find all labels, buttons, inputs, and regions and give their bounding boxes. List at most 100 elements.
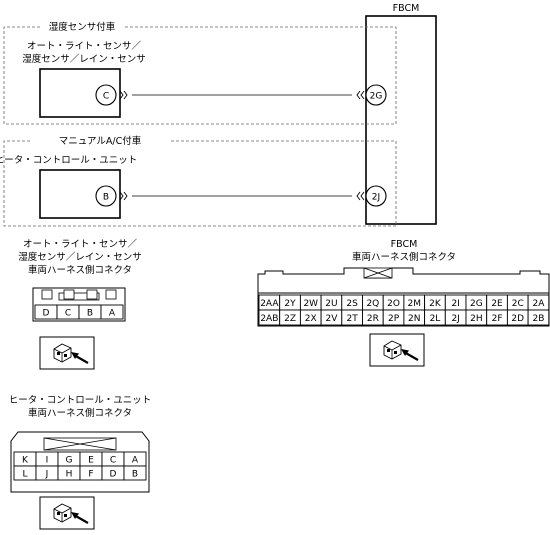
connector-pin-label: B (132, 469, 138, 479)
humidity-group: 湿度センサ付車 オート・ライト・センサ／ 湿度センサ／レイン・センサ (3, 21, 397, 125)
connector-pin: D (34, 304, 58, 320)
connector-pin-label: 2U (325, 299, 337, 309)
connector-pin: B (78, 304, 102, 320)
connector-pin: J (35, 465, 59, 481)
fbcm-connector-title-1: FBCM (391, 239, 418, 250)
connector-pin: 2R (362, 309, 384, 326)
sensor-connector-title-2: 湿度センサ／レイン・センサ (18, 251, 142, 263)
connector-pin-label: 2P (388, 314, 400, 324)
heater-connector-title-2: 車両ハーネス側コネクタ (28, 407, 132, 419)
connector-pin-label: 2G (470, 299, 483, 309)
connector-pin-label: 2A (533, 299, 546, 309)
connector-pin-label: 2C (512, 299, 524, 309)
connector-view-icon (39, 496, 95, 530)
connector-pin-label: 2B (532, 314, 544, 324)
connector-pin: 2B (527, 309, 550, 326)
terminal-2j-label: 2J (372, 193, 380, 203)
terminal-c (95, 84, 117, 106)
connector-pin: 2H (465, 309, 488, 326)
connector-pin: D (101, 465, 125, 481)
connector-pin-label: 2D (511, 314, 524, 324)
connector-pin-label: 2Z (284, 314, 296, 324)
connector-pin: 2T (341, 309, 363, 326)
connector-pin-label: 2Q (366, 299, 379, 309)
connector-pin: 2U (320, 294, 343, 311)
connector-pin: 2Z (279, 309, 301, 326)
connector-pin: 2S (341, 294, 363, 311)
connector-pin: E (79, 451, 103, 467)
connector-pin-label: 2V (326, 314, 339, 324)
connector-pin: 2Q (362, 294, 384, 311)
connector-pin: F (79, 465, 103, 481)
connector-pin: A (123, 451, 147, 467)
connector-pin: 2F (486, 309, 508, 326)
connector-pin: 2I (444, 294, 467, 311)
connector-pin-label: D (110, 469, 117, 479)
connector-pin: 2M (403, 294, 426, 311)
connector-pin: 2W (299, 294, 322, 311)
connector-pin-label: 2O (387, 299, 400, 309)
heater-unit-label: ヒータ・コントロール・ユニット (0, 155, 137, 166)
connector-pin-label: A (132, 455, 139, 465)
connector-pin-label: I (46, 455, 49, 465)
connector-pin: 2A (527, 294, 550, 311)
connector-pin-label: 2H (470, 314, 483, 324)
sensor-connector: オート・ライト・センサ／ 湿度センサ／レイン・センサ 車両ハーネス側コネクタ D… (18, 239, 142, 322)
connector-pin: 2J (444, 309, 467, 326)
sensor-connector-title-1: オート・ライト・センサ／ (23, 239, 138, 250)
humidity-group-label: 湿度センサ付車 (49, 21, 116, 33)
connector-pin-label: C (65, 308, 71, 318)
connector-pin: 2K (424, 294, 446, 311)
connector-pin: 2L (424, 309, 446, 326)
terminal-b-label: B (103, 193, 109, 203)
connector-pin: L (13, 465, 37, 481)
terminal-2g (365, 84, 387, 106)
connector-pin-label: 2F (492, 314, 503, 324)
connector-pin: C (56, 304, 80, 320)
connector-pin-label: 2J (451, 314, 459, 324)
connector-pin-label: 2L (430, 314, 441, 324)
connector-pin: K (13, 451, 37, 467)
connector-pin-label: 2N (408, 314, 420, 324)
sensor-connector-title-3: 車両ハーネス側コネクタ (28, 264, 132, 276)
connector-pin-label: 2E (491, 299, 503, 309)
connector-view-icon (39, 336, 95, 370)
manual-ac-group: マニュアルA/C付車 ヒータ・コントロール・ユニット (0, 135, 397, 227)
fbcm-title: FBCM (393, 3, 420, 14)
connector-pin-label: H (66, 469, 73, 479)
connector-pin: B (123, 465, 147, 481)
connector-pin-label: J (45, 469, 49, 479)
terminal-2g-label: 2G (370, 92, 383, 102)
terminal-2j (365, 185, 387, 207)
connector-pin: I (35, 451, 59, 467)
connector-pin-label: B (87, 308, 93, 318)
wire-c-2g (119, 90, 365, 100)
connector-pin-label: 2Y (284, 299, 296, 309)
terminal-c-label: C (103, 92, 109, 102)
connector-pin-label: 2K (429, 299, 442, 309)
sensor-unit-label-1: オート・ライト・センサ／ (27, 41, 142, 52)
connector-pin: 2C (506, 294, 529, 311)
connector-pin-label: 2R (367, 314, 379, 324)
connector-pin: A (100, 304, 124, 320)
connector-pin-label: G (66, 455, 73, 465)
connector-pin-label: 2X (305, 314, 317, 324)
heater-connector-title-1: ヒータ・コントロール・ユニット (9, 395, 152, 406)
connector-pin-label: D (43, 308, 50, 318)
connector-pin-label: L (22, 469, 27, 479)
connector-pin: H (57, 465, 81, 481)
connector-pin: 2X (299, 309, 322, 326)
fbcm-connector-title-2: 車両ハーネス側コネクタ (352, 251, 456, 263)
connector-pin-label: 2T (347, 314, 359, 324)
connector-pin: 2N (403, 309, 426, 326)
connector-pin-label: K (22, 455, 29, 465)
sensor-unit-label-2: 湿度センサ／レイン・センサ (22, 53, 146, 65)
connector-pin-label: 2M (408, 299, 422, 309)
connector-pin: C (101, 451, 125, 467)
connector-pin: 2Y (279, 294, 301, 311)
connector-pin: G (57, 451, 81, 467)
connector-pin-label: 2I (451, 299, 459, 309)
connector-pin-label: 2AB (260, 314, 278, 324)
